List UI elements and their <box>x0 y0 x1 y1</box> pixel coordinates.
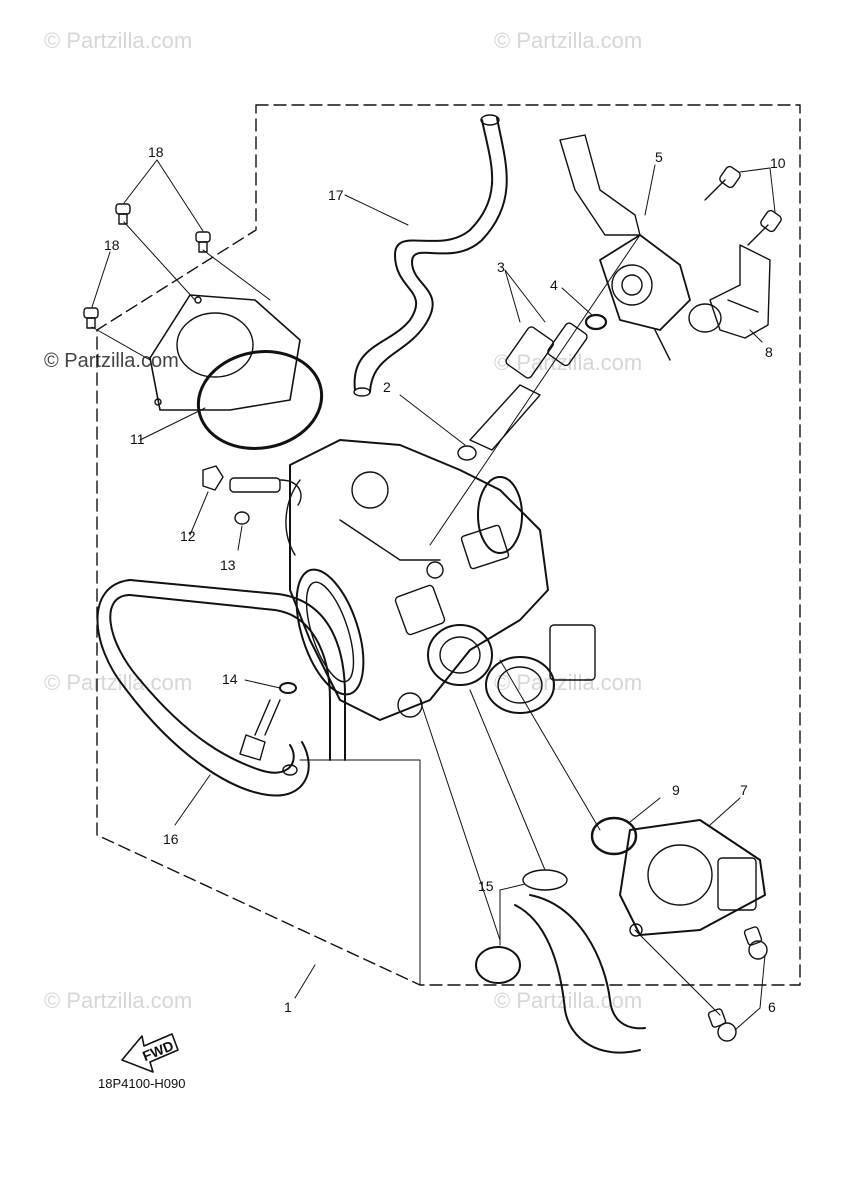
callout-1: 1 <box>284 999 292 1015</box>
hose-15 <box>475 869 646 1054</box>
hose-17 <box>353 114 508 397</box>
callout-4: 4 <box>550 277 558 293</box>
callout-17: 17 <box>328 187 344 203</box>
callout-14: 14 <box>222 671 238 687</box>
fwd-arrow-icon <box>121 1033 179 1073</box>
callout-13: 13 <box>220 557 236 573</box>
callout-3: 3 <box>497 259 505 275</box>
callout-9: 9 <box>672 782 680 798</box>
callout-15: 15 <box>478 878 494 894</box>
callout-12: 12 <box>180 528 196 544</box>
sensor-7 <box>619 819 766 937</box>
screw-6 <box>707 926 768 1042</box>
screw-14 <box>239 682 297 761</box>
callout-11: 11 <box>130 431 145 447</box>
leader-lines <box>91 159 776 1031</box>
assembly-boundary <box>96 104 801 986</box>
cover-11 <box>149 294 324 450</box>
throttle-body-1 <box>285 439 596 721</box>
clamp-8 <box>709 244 771 339</box>
callout-5: 5 <box>655 149 663 165</box>
callout-16: 16 <box>163 831 179 847</box>
nut-12 <box>202 465 302 525</box>
fwd-label: FWD <box>140 1037 176 1064</box>
screw-18 <box>83 203 211 329</box>
hose-16 <box>96 579 347 797</box>
callout-7: 7 <box>740 782 748 798</box>
diagram-code: 18P4100-H090 <box>98 1076 186 1091</box>
callout-2: 2 <box>383 379 391 395</box>
callout-10: 10 <box>770 155 786 171</box>
callout-8: 8 <box>765 344 773 360</box>
screw-10 <box>704 165 782 246</box>
injector-3 <box>457 313 608 461</box>
fuel-pipe-5 <box>559 134 722 361</box>
callout-18b: 18 <box>104 237 120 253</box>
callout-6: 6 <box>768 999 776 1015</box>
o-ring-9 <box>590 816 638 856</box>
callout-18a: 18 <box>148 144 164 160</box>
